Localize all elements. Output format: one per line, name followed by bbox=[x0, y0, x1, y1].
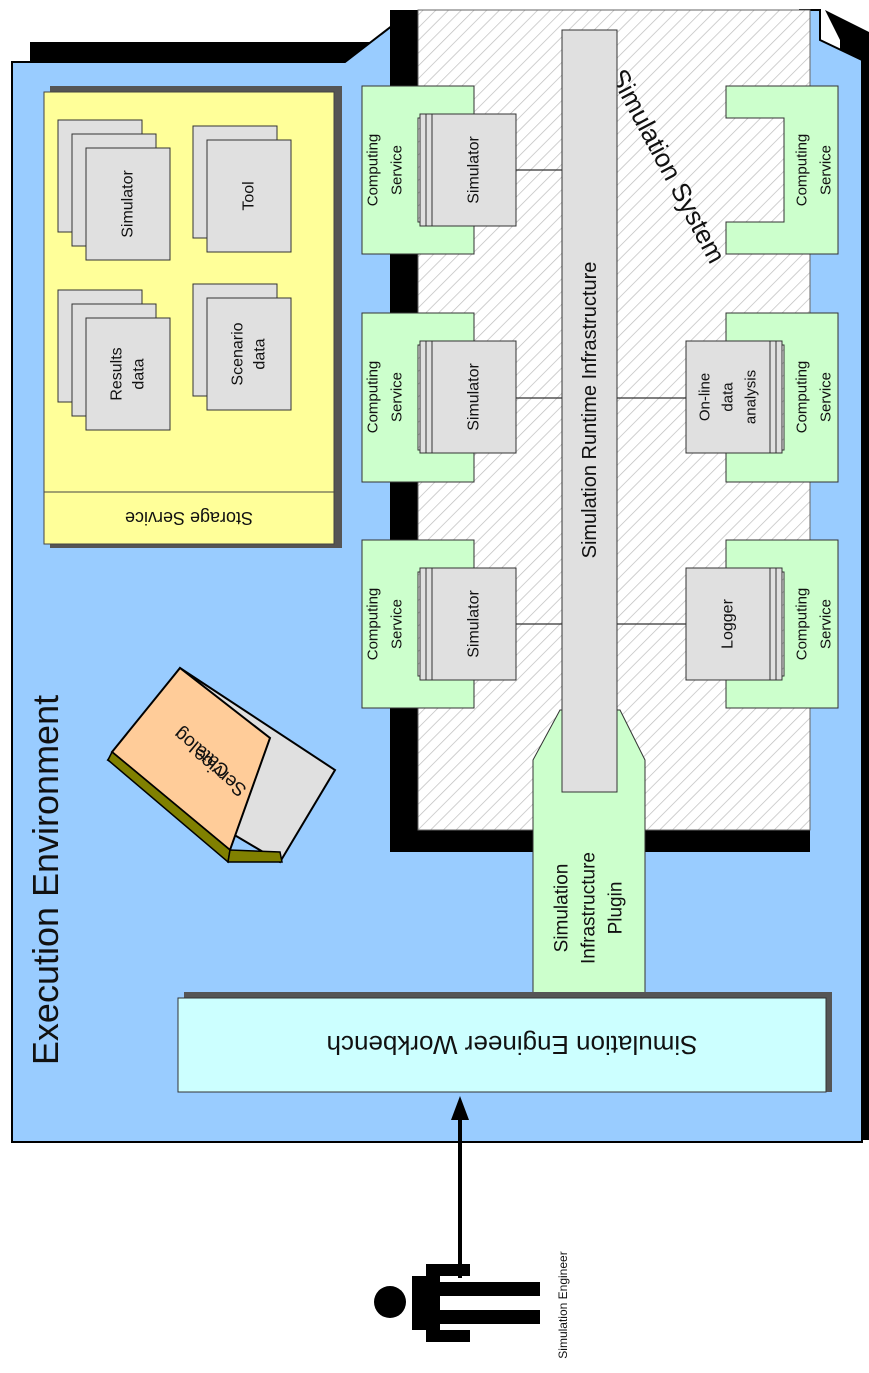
storage-item-label: data bbox=[252, 338, 269, 369]
storage-item-simulator: Simulator bbox=[58, 120, 170, 260]
analysis-node-label: data bbox=[720, 382, 737, 412]
computing-service-label: Computing bbox=[365, 588, 382, 661]
storage-item-label: data bbox=[131, 358, 148, 389]
simulation-engineer-workbench: Simulation Engineer Workbench bbox=[178, 992, 832, 1092]
logger-node-label: Logger bbox=[720, 598, 737, 648]
computing-service-label: Computing bbox=[794, 134, 811, 207]
computing-service-label: Computing bbox=[365, 361, 382, 434]
storage-item-label: Scenario bbox=[230, 322, 247, 385]
computing-service-label: Service bbox=[818, 599, 835, 649]
infrastructure-plugin-label: Simulation bbox=[552, 864, 573, 953]
simulator-node-label: Simulator bbox=[466, 590, 483, 658]
analysis-node-label: analysis bbox=[743, 370, 760, 424]
computing-service-label: Service bbox=[389, 145, 406, 195]
runtime-infrastructure-label: Simulation Runtime Infrastructure bbox=[579, 262, 601, 559]
simulator-node-label: Simulator bbox=[466, 136, 483, 204]
computing-service-label: Service bbox=[389, 599, 406, 649]
storage-item-results-data: Results data bbox=[58, 290, 170, 430]
computing-service-label: Computing bbox=[794, 588, 811, 661]
storage-item-label: Tool bbox=[241, 181, 258, 210]
infrastructure-plugin-label: Infrastructure bbox=[579, 852, 600, 964]
storage-item-label: Simulator bbox=[120, 170, 137, 238]
actor-label: Simulation Engineer bbox=[556, 1251, 570, 1358]
storage-service: Storage Service Simulator Tool Results d… bbox=[44, 86, 342, 548]
storage-item-tool: Tool bbox=[193, 126, 291, 252]
workbench-label: Simulation Engineer Workbench bbox=[327, 1030, 698, 1060]
computing-service-label: Service bbox=[818, 372, 835, 422]
computing-service-label: Service bbox=[818, 145, 835, 195]
storage-item-label: Results bbox=[109, 347, 126, 400]
infrastructure-plugin-label: Plugin bbox=[606, 882, 627, 935]
simulation-engineer-actor-icon: Simulation Engineer bbox=[374, 1251, 570, 1358]
storage-service-title: Storage Service bbox=[125, 508, 253, 528]
computing-service-label: Computing bbox=[365, 134, 382, 207]
simulator-node-label: Simulator bbox=[466, 363, 483, 431]
computing-service-label: Computing bbox=[794, 361, 811, 434]
storage-item-scenario-data: Scenario data bbox=[193, 284, 291, 410]
computing-service-label: Service bbox=[389, 372, 406, 422]
analysis-node-label: On-line bbox=[697, 373, 714, 421]
execution-environment-title: Execution Environment bbox=[25, 695, 66, 1065]
